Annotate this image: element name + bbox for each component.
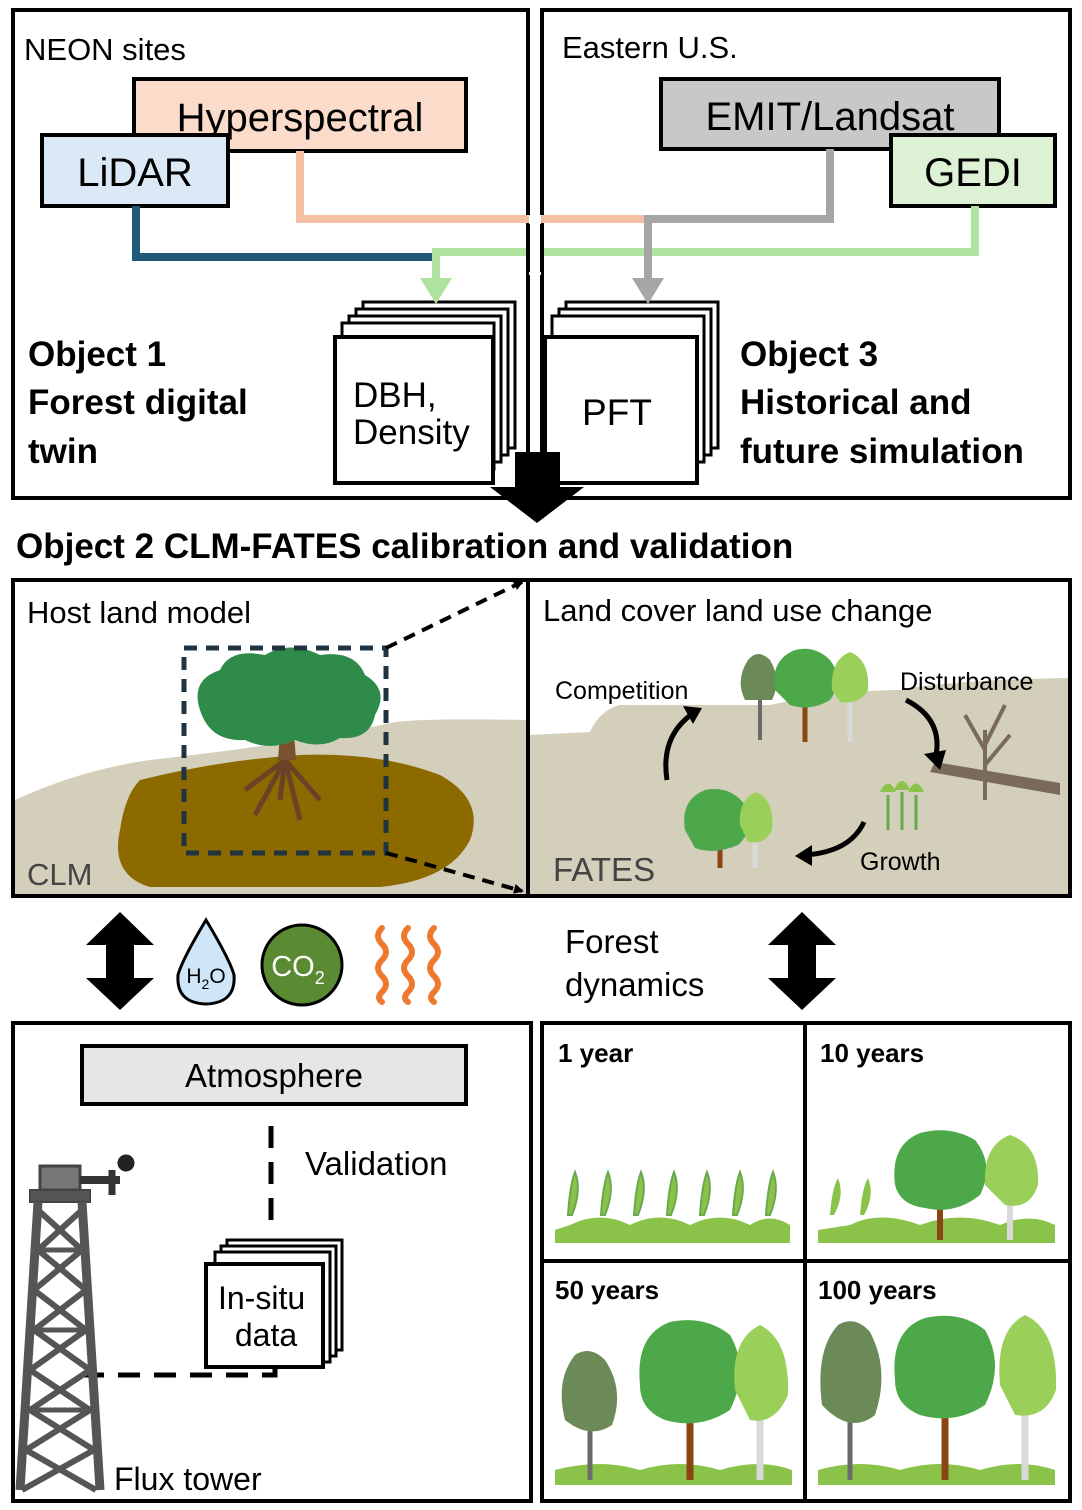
fates-label: FATES [553,851,655,888]
exchange-row: H2O CO2 Forest dynamics [86,912,836,1010]
object1-title-line2: Forest digital [28,383,248,422]
lidar-box [40,133,230,208]
neon-sites-label: NEON sites [24,32,186,67]
dynamics-label-1: 1 year [558,1038,633,1068]
object1-title: Object 1 Forest digital twin [28,335,257,471]
object2-title: Object 2 CLM-FATES calibration and valid… [16,527,793,566]
object3-title: Object 3 Historical and future simulatio… [740,335,1024,471]
lulc-panel: Land cover land use change Competition D… [526,578,1072,898]
growth-arrow [804,820,867,858]
emit-arrowhead [632,278,664,304]
zoom-arrow-bottom [385,851,524,894]
dynamics-label-100: 100 years [818,1275,937,1305]
double-arrow-left [86,912,154,1010]
gedi-label: GEDI [924,151,1022,195]
object3-title-line1: Object 3 [740,335,878,374]
lulc-title: Land cover land use change [543,593,933,628]
heat-icon [375,925,441,1005]
flux-tower-label: Flux tower [114,1461,262,1497]
object1-title-line1: Object 1 [28,335,166,374]
forest-cluster-top [740,648,869,742]
dynamics-panel-10-years: 10 years [818,1038,1055,1243]
forest-dynamics-label: Forest dynamics [565,923,704,1003]
dynamics-panel-50-years: 50 years [555,1275,792,1485]
tower-connector [82,1367,278,1378]
validation-label: Validation [305,1145,448,1182]
growth-label: Growth [860,848,941,876]
dbh-density-label: DBH, Density [353,376,470,452]
panel-neon-sites: NEON sites Hyperspectral LiDAR Object 1 … [11,8,530,500]
object1-title-line3: twin [28,432,98,471]
forest-cluster-bottom [684,789,773,868]
double-arrow-right [768,912,836,1010]
atmosphere-label: Atmosphere [185,1057,363,1094]
dynamics-label-10: 10 years [820,1038,924,1068]
eastern-us-label: Eastern U.S. [562,30,738,65]
host-land-model-title: Host land model [27,595,251,630]
insitu-label: In-situ data [218,1280,314,1353]
gedi-arrowhead [420,278,452,304]
co2-icon [260,923,344,1007]
gedi-box [889,133,1057,208]
dead-trees [930,704,1060,800]
emit-landsat-label: EMIT/Landsat [705,95,954,139]
zoom-frame [181,645,389,856]
pft-stack: PFT [543,300,720,485]
dynamics-label-50: 50 years [555,1275,659,1305]
co2-label: CO2 [271,951,325,988]
forest-dynamics-grid: 1 year 10 years 50 years [540,1021,1072,1503]
dbh-density-stack: DBH, Density [333,300,517,485]
competition-label: Competition [555,677,688,705]
flux-tower-panel: Atmosphere Validation In-situ data [11,1021,533,1503]
water-drop-icon [176,917,236,1006]
flux-tower-icon [15,1154,135,1493]
insitu-data-stack: In-situ data [204,1238,344,1369]
host-land-model-panel: Host land model CLM [11,578,530,898]
object3-title-line2: Historical and [740,383,971,422]
competition-arrow [663,709,697,781]
lidar-label: LiDAR [77,151,193,195]
dynamics-panel-1-year: 1 year [555,1038,790,1243]
tree-icon [197,647,381,821]
down-arrow [490,452,584,523]
hyperspectral-label: Hyperspectral [177,96,424,140]
clm-label: CLM [27,857,92,892]
emit-connector [644,149,834,284]
source-connectors [132,149,979,304]
dynamics-panel-100-years: 100 years [818,1275,1057,1485]
gedi-connector [432,206,979,285]
seedlings [880,781,924,830]
disturbance-label: Disturbance [900,668,1033,696]
h2o-label: H2O [186,965,225,992]
zoom-arrow-top [385,580,524,650]
pft-label: PFT [582,392,652,433]
atmosphere-box [80,1044,468,1106]
object3-title-line3: future simulation [740,432,1024,471]
